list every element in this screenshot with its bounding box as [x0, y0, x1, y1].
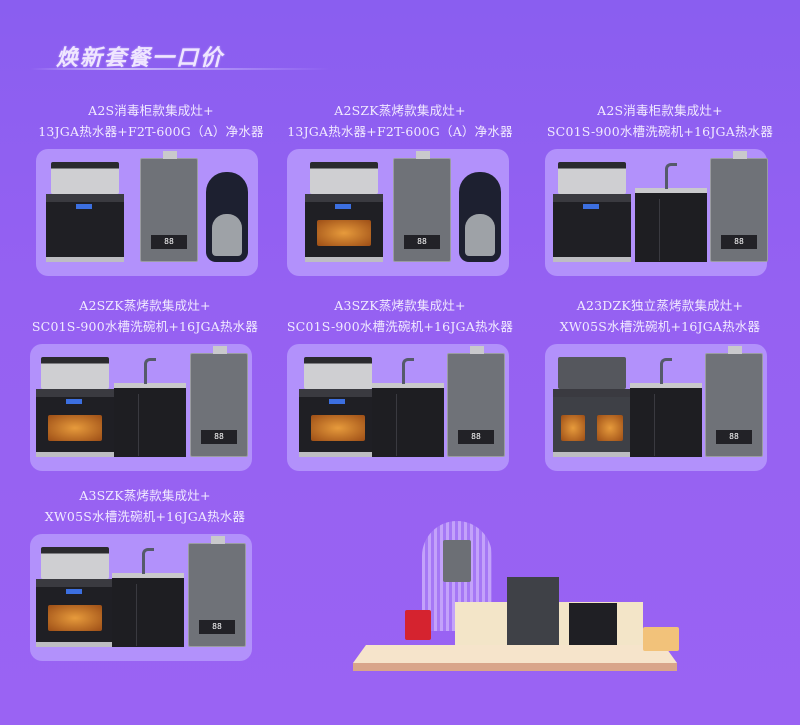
package-line-1: A3SZK蒸烤款集成灶+: [79, 488, 211, 503]
package-line-1: A2S消毒柜款集成灶+: [597, 103, 723, 118]
water-purifier-icon: [459, 172, 501, 262]
water-heater-icon: 88: [710, 151, 768, 262]
kitchen-showcase-illustration: [345, 515, 685, 675]
package-label: A2SZK蒸烤款集成灶+ SC01S-900水槽洗碗机+16JGA热水器: [20, 295, 270, 337]
package-label: A23DZK独立蒸烤款集成灶+ XW05S水槽洗碗机+16JGA热水器: [535, 295, 785, 337]
water-heater-icon: 88: [190, 346, 248, 457]
sink-dishwasher-icon: [112, 548, 184, 647]
package-card[interactable]: A2SZK蒸烤款集成灶+ 13JGA热水器+F2T-600G（A）净水器 88: [275, 100, 525, 276]
package-line-2: XW05S水槽洗碗机+16JGA热水器: [44, 509, 246, 524]
package-line-2: 13JGA热水器+F2T-600G（A）净水器: [38, 124, 264, 139]
platform: [353, 645, 677, 663]
integrated-stove-dual-oven-icon: [553, 357, 631, 457]
page-title: 焕新套餐一口价: [56, 46, 225, 71]
water-heater-icon: 88: [188, 536, 246, 647]
title-underline: [30, 68, 330, 70]
package-card[interactable]: A23DZK独立蒸烤款集成灶+ XW05S水槽洗碗机+16JGA热水器 88: [535, 295, 785, 471]
package-line-2: XW05S水槽洗碗机+16JGA热水器: [559, 319, 761, 334]
gift-box-icon: [405, 610, 431, 640]
product-image-card: 88: [545, 344, 767, 471]
package-line-2: SC01S-900水槽洗碗机+16JGA热水器: [286, 319, 514, 334]
product-image-card: 88: [287, 149, 509, 276]
package-line-1: A2SZK蒸烤款集成灶+: [79, 298, 211, 313]
package-label: A3SZK蒸烤款集成灶+ SC01S-900水槽洗碗机+16JGA热水器: [275, 295, 525, 337]
gift-boxes-icon: [643, 627, 679, 651]
integrated-stove-icon: [305, 162, 383, 262]
package-label: A3SZK蒸烤款集成灶+ XW05S水槽洗碗机+16JGA热水器: [20, 485, 270, 527]
integrated-stove-icon: [46, 162, 124, 262]
platform-edge: [353, 663, 677, 671]
water-heater-icon: 88: [447, 346, 505, 457]
sink-dishwasher-icon: [635, 163, 707, 262]
water-heater-icon: 88: [705, 346, 763, 457]
package-label: A2SZK蒸烤款集成灶+ 13JGA热水器+F2T-600G（A）净水器: [275, 100, 525, 142]
water-purifier-icon: [206, 172, 248, 262]
product-image-card: 88: [30, 534, 252, 661]
sink-dishwasher-icon: [372, 358, 444, 457]
integrated-stove-icon: [36, 357, 114, 457]
product-image-card: 88: [30, 344, 252, 471]
package-line-2: 13JGA热水器+F2T-600G（A）净水器: [287, 124, 513, 139]
integrated-stove-icon: [36, 547, 114, 647]
package-card[interactable]: A3SZK蒸烤款集成灶+ XW05S水槽洗碗机+16JGA热水器 88: [20, 485, 270, 661]
product-image-card: 88: [545, 149, 768, 276]
package-line-2: SC01S-900水槽洗碗机+16JGA热水器: [546, 124, 774, 139]
water-heater-icon: 88: [140, 151, 198, 262]
product-image-card: 88: [36, 149, 258, 276]
integrated-stove-icon: [299, 357, 377, 457]
countertop-stove-icon: [507, 577, 559, 649]
package-line-1: A23DZK独立蒸烤款集成灶+: [576, 298, 744, 313]
water-heater-icon: 88: [393, 151, 451, 262]
sink-dishwasher-icon: [114, 358, 186, 457]
product-image-card: 88: [287, 344, 509, 471]
package-line-2: SC01S-900水槽洗碗机+16JGA热水器: [31, 319, 259, 334]
package-label: A2S消毒柜款集成灶+ SC01S-900水槽洗碗机+16JGA热水器: [535, 100, 785, 142]
package-line-1: A3SZK蒸烤款集成灶+: [334, 298, 466, 313]
package-label: A2S消毒柜款集成灶+ 13JGA热水器+F2T-600G（A）净水器: [26, 100, 276, 142]
package-line-1: A2S消毒柜款集成灶+: [88, 103, 214, 118]
integrated-stove-icon: [553, 162, 631, 262]
package-card[interactable]: A2SZK蒸烤款集成灶+ SC01S-900水槽洗碗机+16JGA热水器 88: [20, 295, 270, 471]
package-card[interactable]: A2S消毒柜款集成灶+ SC01S-900水槽洗碗机+16JGA热水器 88: [535, 100, 785, 276]
countertop-sink-icon: [569, 603, 617, 647]
package-card[interactable]: A2S消毒柜款集成灶+ 13JGA热水器+F2T-600G（A）净水器 88: [26, 100, 276, 276]
sink-dishwasher-icon: [630, 358, 702, 457]
package-line-1: A2SZK蒸烤款集成灶+: [334, 103, 466, 118]
package-card[interactable]: A3SZK蒸烤款集成灶+ SC01S-900水槽洗碗机+16JGA热水器 88: [275, 295, 525, 471]
water-heater-icon: [443, 540, 471, 582]
